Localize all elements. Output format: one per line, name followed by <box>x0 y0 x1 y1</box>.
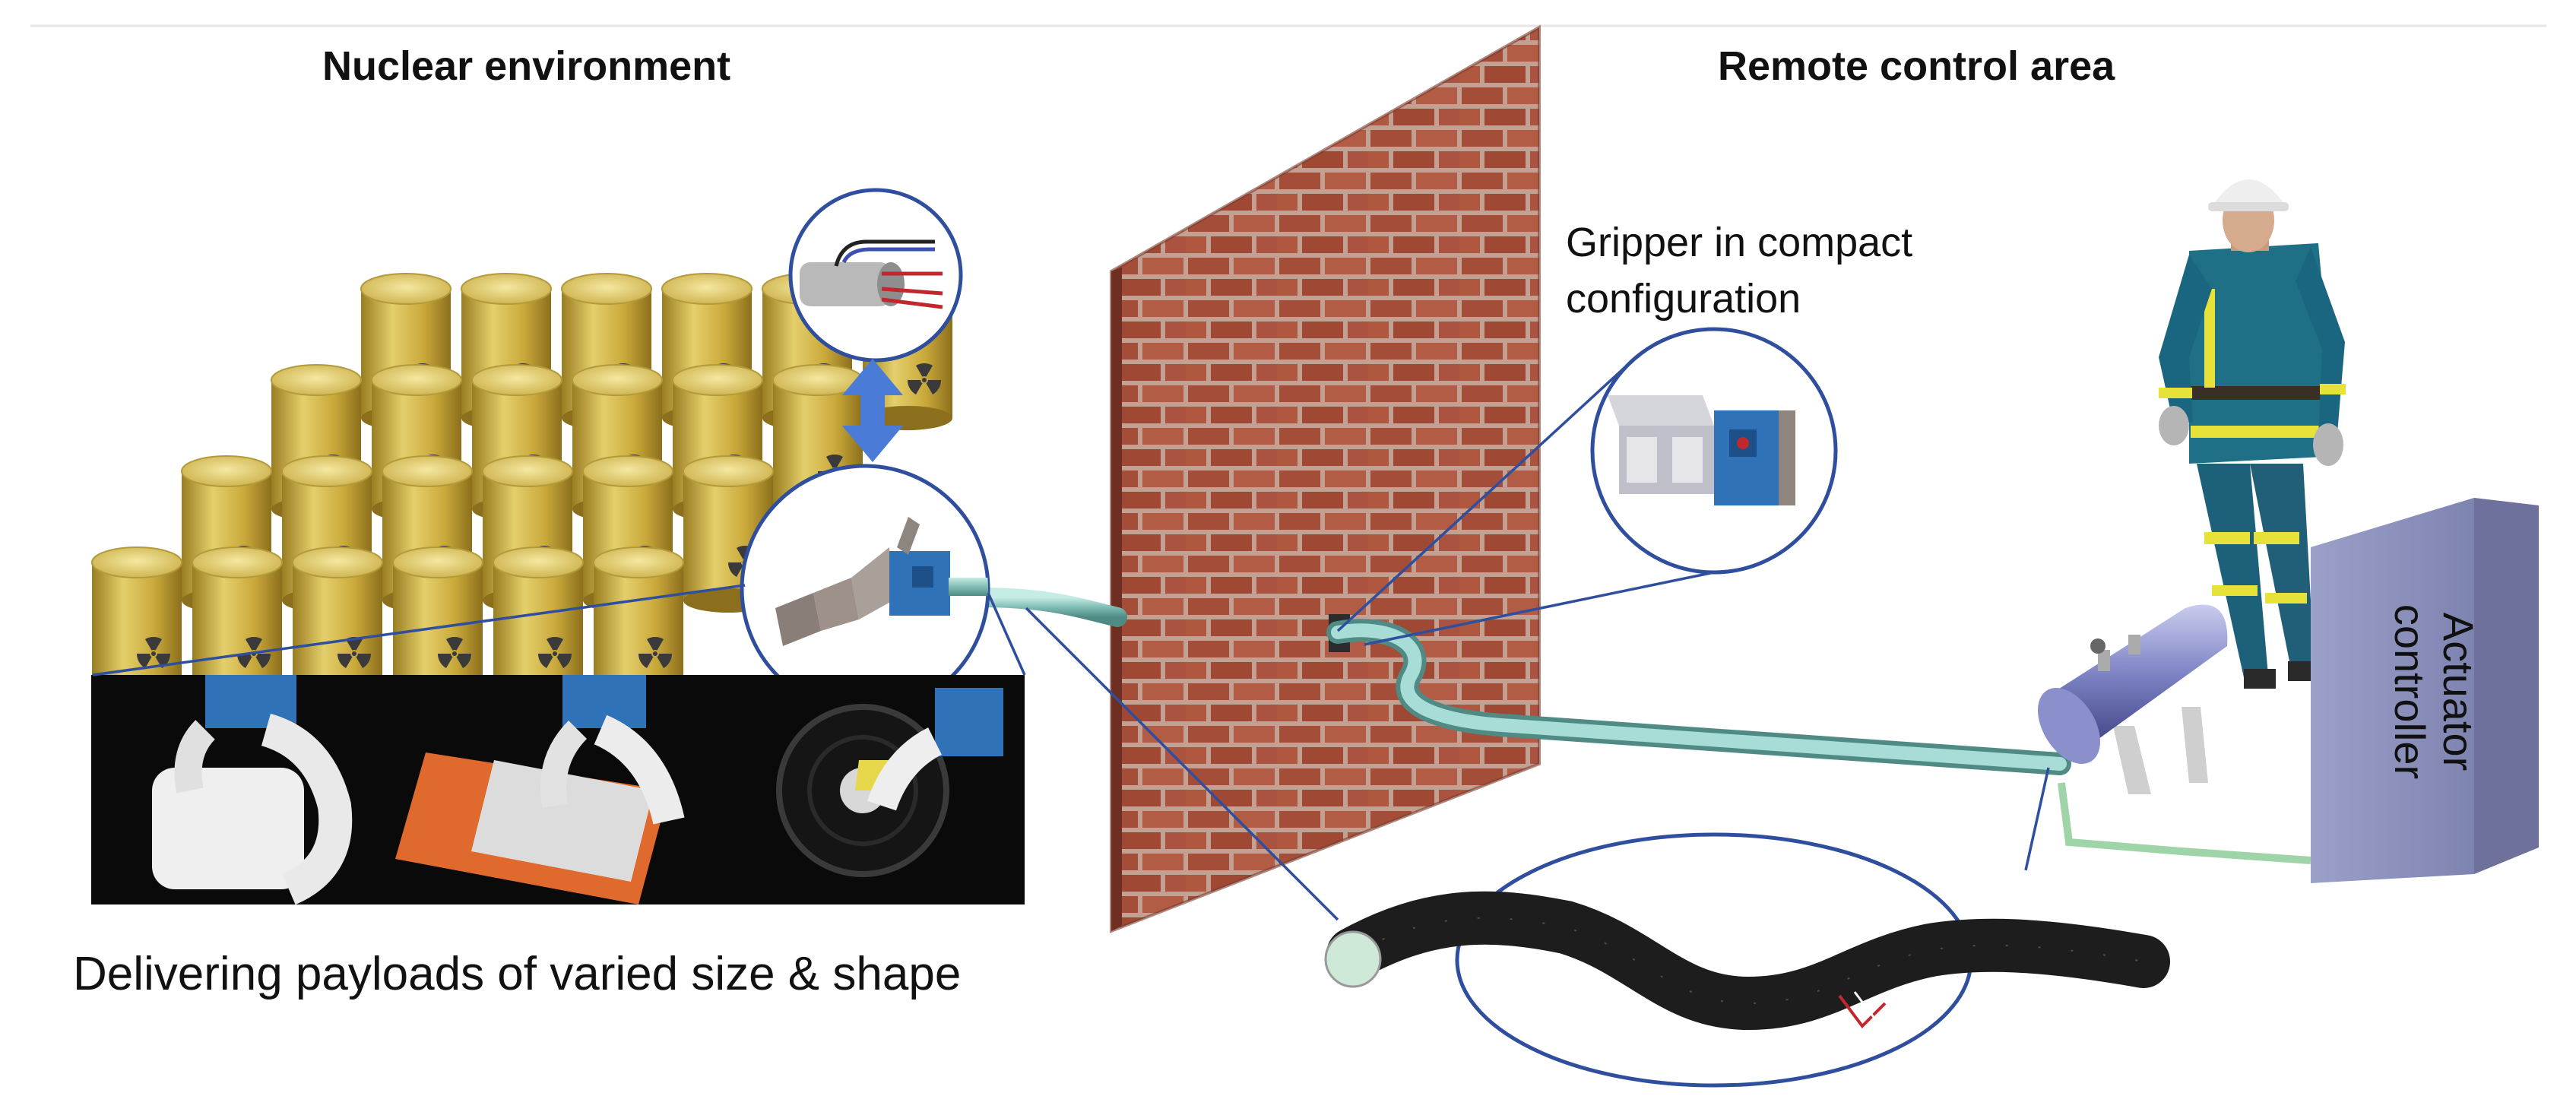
radiation-trefoil-icon <box>908 363 941 395</box>
actuator-controller-label: Actuator controller <box>2315 578 2483 806</box>
radiation-trefoil-icon <box>438 637 471 669</box>
gripper-tip-callout <box>740 464 990 714</box>
compact-gripper-callout <box>1590 327 1838 575</box>
brick-wall <box>1110 24 1541 933</box>
worker-figure <box>2159 179 2346 689</box>
connector-detail-callout <box>788 188 963 363</box>
radiation-trefoil-icon <box>538 637 572 669</box>
payload-photo-panel <box>91 675 1025 904</box>
radiation-trefoil-icon <box>337 637 371 669</box>
actuator-label-line1: Actuator <box>2435 612 2483 771</box>
tether-tube <box>971 588 2311 864</box>
callout-lines <box>92 357 2050 921</box>
remote-control-area-title: Remote control area <box>1718 43 2115 89</box>
payloads-caption: Delivering payloads of varied size & sha… <box>73 948 962 1000</box>
actuator-label-line2: controller <box>2386 604 2434 780</box>
double-arrow-icon <box>842 359 903 462</box>
actuator-controller-box <box>2311 498 2539 883</box>
radiation-trefoil-icon <box>237 637 271 669</box>
nuclear-environment-title: Nuclear environment <box>322 43 731 89</box>
robot-body-callout <box>1324 832 2170 1088</box>
radiation-trefoil-icon <box>638 637 672 669</box>
photo1-payload <box>152 768 304 889</box>
gripper-caption: Gripper in compact configuration <box>1566 220 1913 322</box>
air-tank <box>2038 604 2228 794</box>
